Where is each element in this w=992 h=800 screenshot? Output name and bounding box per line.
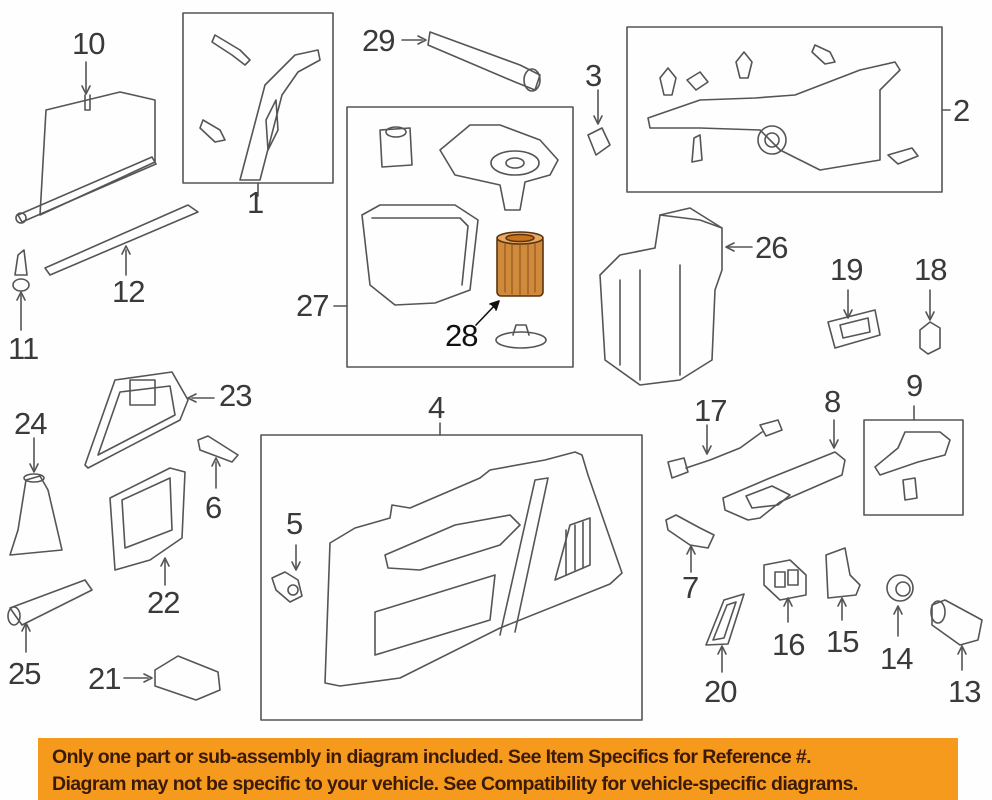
disclaimer-line-1: Only one part or sub-assembly in diagram…: [52, 746, 812, 768]
part-16-switch: [763, 559, 807, 623]
callout-16: 16: [772, 627, 805, 662]
part-1-pillar-trim: [199, 34, 321, 181]
callout-6: 6: [205, 490, 222, 525]
part-21-connector: [123, 655, 221, 701]
callout-2: 2: [953, 93, 970, 128]
part-15-switch: [825, 547, 861, 621]
callout-8: 8: [824, 384, 841, 419]
part-5-clip: [271, 544, 303, 603]
part-9-handle: [874, 431, 951, 501]
part-11-screw: [12, 249, 30, 331]
part-13-cylinder: [930, 599, 983, 671]
callout-21: 21: [88, 661, 121, 696]
callout-28: 28: [445, 318, 478, 353]
part-2-trim-panel: [647, 44, 919, 171]
callout-5: 5: [286, 506, 303, 541]
callout-11: 11: [8, 331, 39, 366]
callout-7: 7: [682, 570, 699, 605]
callout-29: 29: [362, 23, 395, 58]
callout-26: 26: [755, 230, 788, 265]
part-22-bracket: [109, 467, 186, 586]
part-27-storage-assembly: [361, 124, 559, 349]
part-4-quarter-panel: [324, 451, 623, 687]
part-12-strip: [44, 204, 199, 276]
part-24-boot: [9, 437, 63, 556]
part-7-screw: [665, 514, 715, 573]
disclaimer-banner: Only one part or sub-assembly in diagram…: [38, 738, 958, 800]
callout-19: 19: [830, 252, 863, 287]
callout-18: 18: [914, 252, 947, 287]
callout-9: 9: [906, 368, 923, 403]
group-box-27: [346, 106, 574, 368]
callout-27: 27: [296, 288, 329, 323]
callout-17: 17: [694, 393, 727, 428]
callout-10: 10: [72, 26, 105, 61]
callout-3: 3: [585, 58, 602, 93]
group-box-4: [260, 434, 643, 721]
group-box-9: [863, 419, 964, 516]
callout-13: 13: [948, 674, 981, 709]
callout-12: 12: [112, 274, 145, 309]
part-6-screw: [197, 435, 239, 489]
part-3-clip: [587, 89, 611, 156]
callout-15: 15: [826, 624, 859, 659]
part-26-unit: [599, 207, 753, 386]
part-19-bezel: [827, 289, 881, 349]
callout-4: 4: [428, 390, 445, 425]
callout-14: 14: [880, 641, 913, 676]
part-25-handle: [7, 579, 93, 653]
part-18-clip: [919, 289, 941, 355]
part-23-frame: [84, 371, 215, 469]
callout-20: 20: [704, 674, 737, 709]
part-20-bezel: [705, 593, 745, 673]
part-28-filter-highlighted: [475, 231, 544, 326]
group-box-1: [182, 12, 334, 184]
part-29-tube: [401, 31, 541, 92]
part-8-switch-panel: [722, 419, 846, 521]
callout-24: 24: [14, 406, 47, 441]
callout-1: 1: [247, 185, 264, 220]
callout-23: 23: [219, 378, 252, 413]
part-17-harness: [667, 419, 783, 479]
disclaimer-line-2: Diagram may not be specific to your vehi…: [52, 773, 858, 795]
part-14-socket: [886, 574, 914, 637]
part-10-cargo-cover: [15, 61, 157, 224]
callout-22: 22: [147, 585, 180, 620]
callout-25: 25: [8, 656, 41, 691]
